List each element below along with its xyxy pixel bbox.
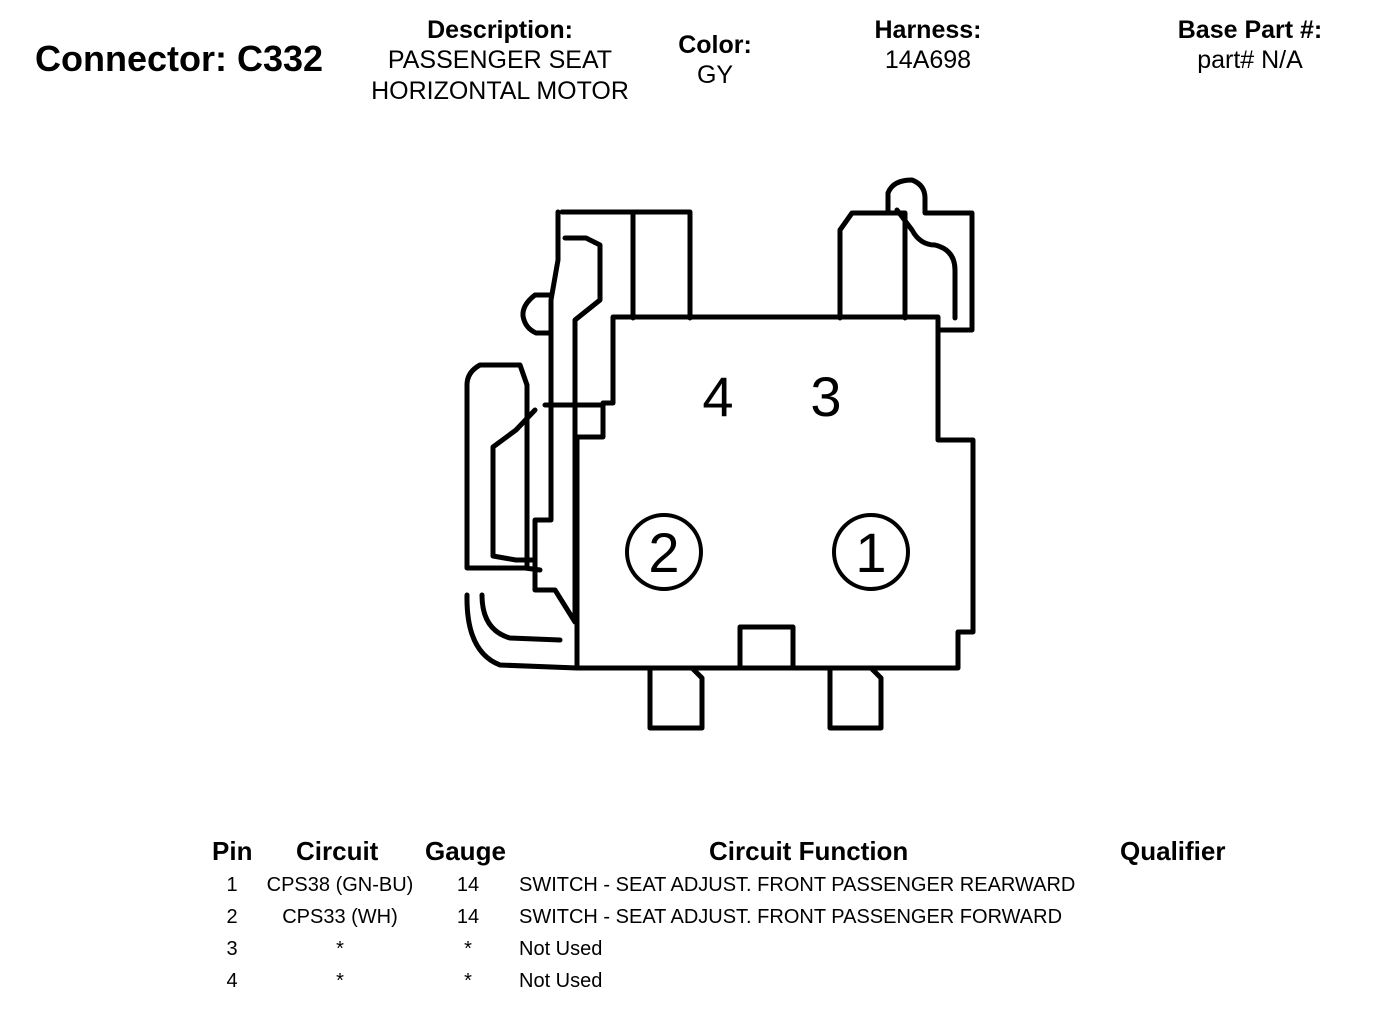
bottom-left-hook (464, 592, 580, 671)
row-4-circuit: * (336, 970, 344, 992)
description-line1: PASSENGER SEAT (387, 46, 613, 74)
pin-label-2: 2 (648, 521, 679, 584)
description-block: Description: PASSENGER SEAT HORIZONTAL M… (340, 15, 660, 107)
color-value: GY (696, 61, 734, 89)
harness-label: Harness: (874, 16, 982, 44)
header-circuit: Circuit (296, 836, 379, 866)
row-4-gauge: * (464, 970, 472, 992)
pin-1-circle (832, 513, 910, 591)
right-latch-hook (894, 207, 958, 321)
row-3-function: Not Used (519, 938, 603, 960)
harness-block: Harness: 14A698 (828, 15, 1028, 76)
connector-title: Connector: C332 (35, 38, 324, 79)
pin-label-1: 1 (855, 521, 886, 584)
row-3-gauge: * (464, 938, 472, 960)
row-4-function: Not Used (519, 970, 603, 992)
header-gauge: Gauge (425, 836, 506, 866)
row-1-function: SWITCH - SEAT ADJUST. FRONT PASSENGER RE… (519, 874, 1076, 896)
base-part-value: part# N/A (1197, 46, 1303, 74)
description-label: Description: (427, 16, 573, 44)
terminal-left (647, 665, 705, 731)
color-label: Color: (678, 31, 752, 59)
row-2-pin: 2 (226, 906, 238, 928)
description-line2: HORIZONTAL MOTOR (371, 77, 629, 105)
row-3-pin: 3 (226, 938, 238, 960)
row-2-circuit: CPS33 (WH) (282, 906, 398, 928)
color-block: Color: GY (655, 30, 775, 91)
row-2-function: SWITCH - SEAT ADJUST. FRONT PASSENGER FO… (519, 906, 1063, 928)
bottom-key (737, 624, 796, 671)
terminal-right (827, 665, 884, 731)
right-latch (837, 177, 975, 333)
pin-label-3: 3 (810, 365, 841, 428)
row-1-circuit: CPS38 (GN-BU) (266, 874, 414, 896)
row-1-pin: 1 (226, 874, 238, 896)
connector-face-diagram: 4 3 2 1 (464, 177, 976, 731)
header-qualifier: Qualifier (1120, 836, 1226, 866)
left-latch (532, 209, 693, 625)
row-3-circuit: * (336, 938, 344, 960)
pin-label-4: 4 (702, 365, 733, 428)
base-part-label: Base Part #: (1177, 16, 1323, 44)
base-part-block: Base Part #: part# N/A (1140, 15, 1360, 76)
row-2-gauge: 14 (456, 906, 480, 928)
pin-2-circle (625, 513, 703, 591)
left-latch-nub (520, 292, 554, 336)
header-circuit-function: Circuit Function (709, 836, 909, 866)
side-clip (464, 362, 543, 573)
row-1-gauge: 14 (456, 874, 480, 896)
header-pin: Pin (212, 836, 253, 866)
row-4-pin: 4 (226, 970, 238, 992)
side-clip-inner (490, 402, 606, 563)
harness-value: 14A698 (884, 46, 972, 74)
connector-body-outline (574, 314, 976, 671)
